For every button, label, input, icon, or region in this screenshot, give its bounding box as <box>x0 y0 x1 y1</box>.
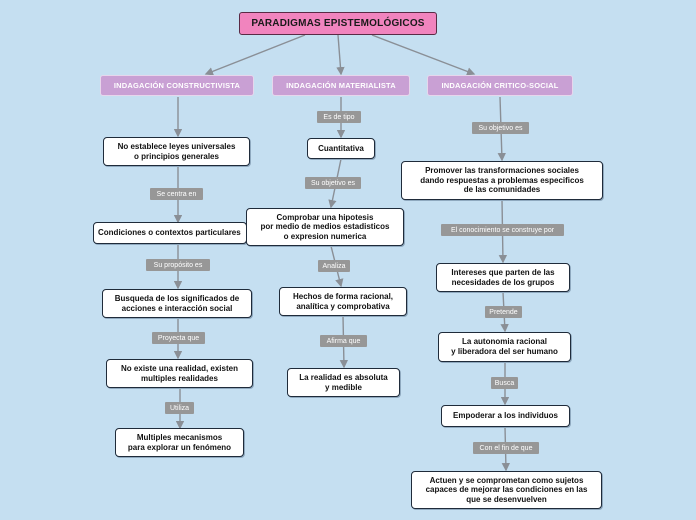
constructivista-node-3[interactable]: Busqueda de los significados de acciones… <box>102 289 252 318</box>
constructivista-link-label-3: Proyecta que <box>152 332 205 344</box>
critico-node-1[interactable]: Promover las transformaciones sociales d… <box>401 161 603 200</box>
critico-link-label-2: Pretende <box>485 306 522 318</box>
constructivista-link-label-2: Su propósito es <box>146 259 210 271</box>
constructivista-node-4[interactable]: No existe una realidad, existen multiple… <box>106 359 253 388</box>
category-constructivista[interactable]: INDAGACIÓN CONSTRUCTIVISTA <box>100 75 254 96</box>
materialista-node-3[interactable]: Hechos de forma racional, analítica y co… <box>279 287 407 316</box>
category-critico-social[interactable]: INDAGACIÓN CRITICO-SOCIAL <box>427 75 573 96</box>
constructivista-node-2[interactable]: Condiciones o contextos particulares <box>93 222 247 244</box>
constructivista-link-label-4: Utiliza <box>165 402 194 414</box>
critico-node-5[interactable]: Actuen y se comprometan como sujetos cap… <box>411 471 602 509</box>
materialista-link-label-0: Es de tipo <box>317 111 361 123</box>
category-materialista[interactable]: INDAGACIÓN MATERIALISTA <box>272 75 410 96</box>
materialista-link-label-2: Analiza <box>318 260 350 272</box>
critico-link-label-4: Con el fin de que <box>473 442 539 454</box>
category-critico-social-label: INDAGACIÓN CRITICO-SOCIAL <box>441 81 559 90</box>
materialista-node-4[interactable]: La realidad es absoluta y medible <box>287 368 400 397</box>
constructivista-node-5[interactable]: Multiples mecanismos para explorar un fe… <box>115 428 244 457</box>
materialista-node-2[interactable]: Comprobar una hipotesis por medio de med… <box>246 208 404 246</box>
critico-node-3[interactable]: La autonomia racional y liberadora del s… <box>438 332 571 362</box>
critico-node-4[interactable]: Empoderar a los individuos <box>441 405 570 427</box>
category-constructivista-label: INDAGACIÓN CONSTRUCTIVISTA <box>113 81 241 90</box>
main-title-node[interactable]: PARADIGMAS EPISTEMOLÓGICOS <box>239 12 437 35</box>
materialista-link-label-1: Su objetivo es <box>305 177 361 189</box>
critico-link-label-1: El conocimiento se construye por <box>441 224 564 236</box>
constructivista-node-1[interactable]: No establece leyes universales o princip… <box>103 137 250 166</box>
critico-link-label-0: Su objetivo es <box>472 122 529 134</box>
category-materialista-label: INDAGACIÓN MATERIALISTA <box>286 81 396 90</box>
main-title: PARADIGMAS EPISTEMOLÓGICOS <box>251 17 425 29</box>
critico-node-2[interactable]: Intereses que parten de las necesidades … <box>436 263 570 292</box>
critico-link-label-3: Busca <box>491 377 518 389</box>
materialista-node-1[interactable]: Cuantitativa <box>307 138 375 159</box>
constructivista-link-label-1: Se centra en <box>150 188 203 200</box>
materialista-link-label-3: Afirma que <box>320 335 367 347</box>
